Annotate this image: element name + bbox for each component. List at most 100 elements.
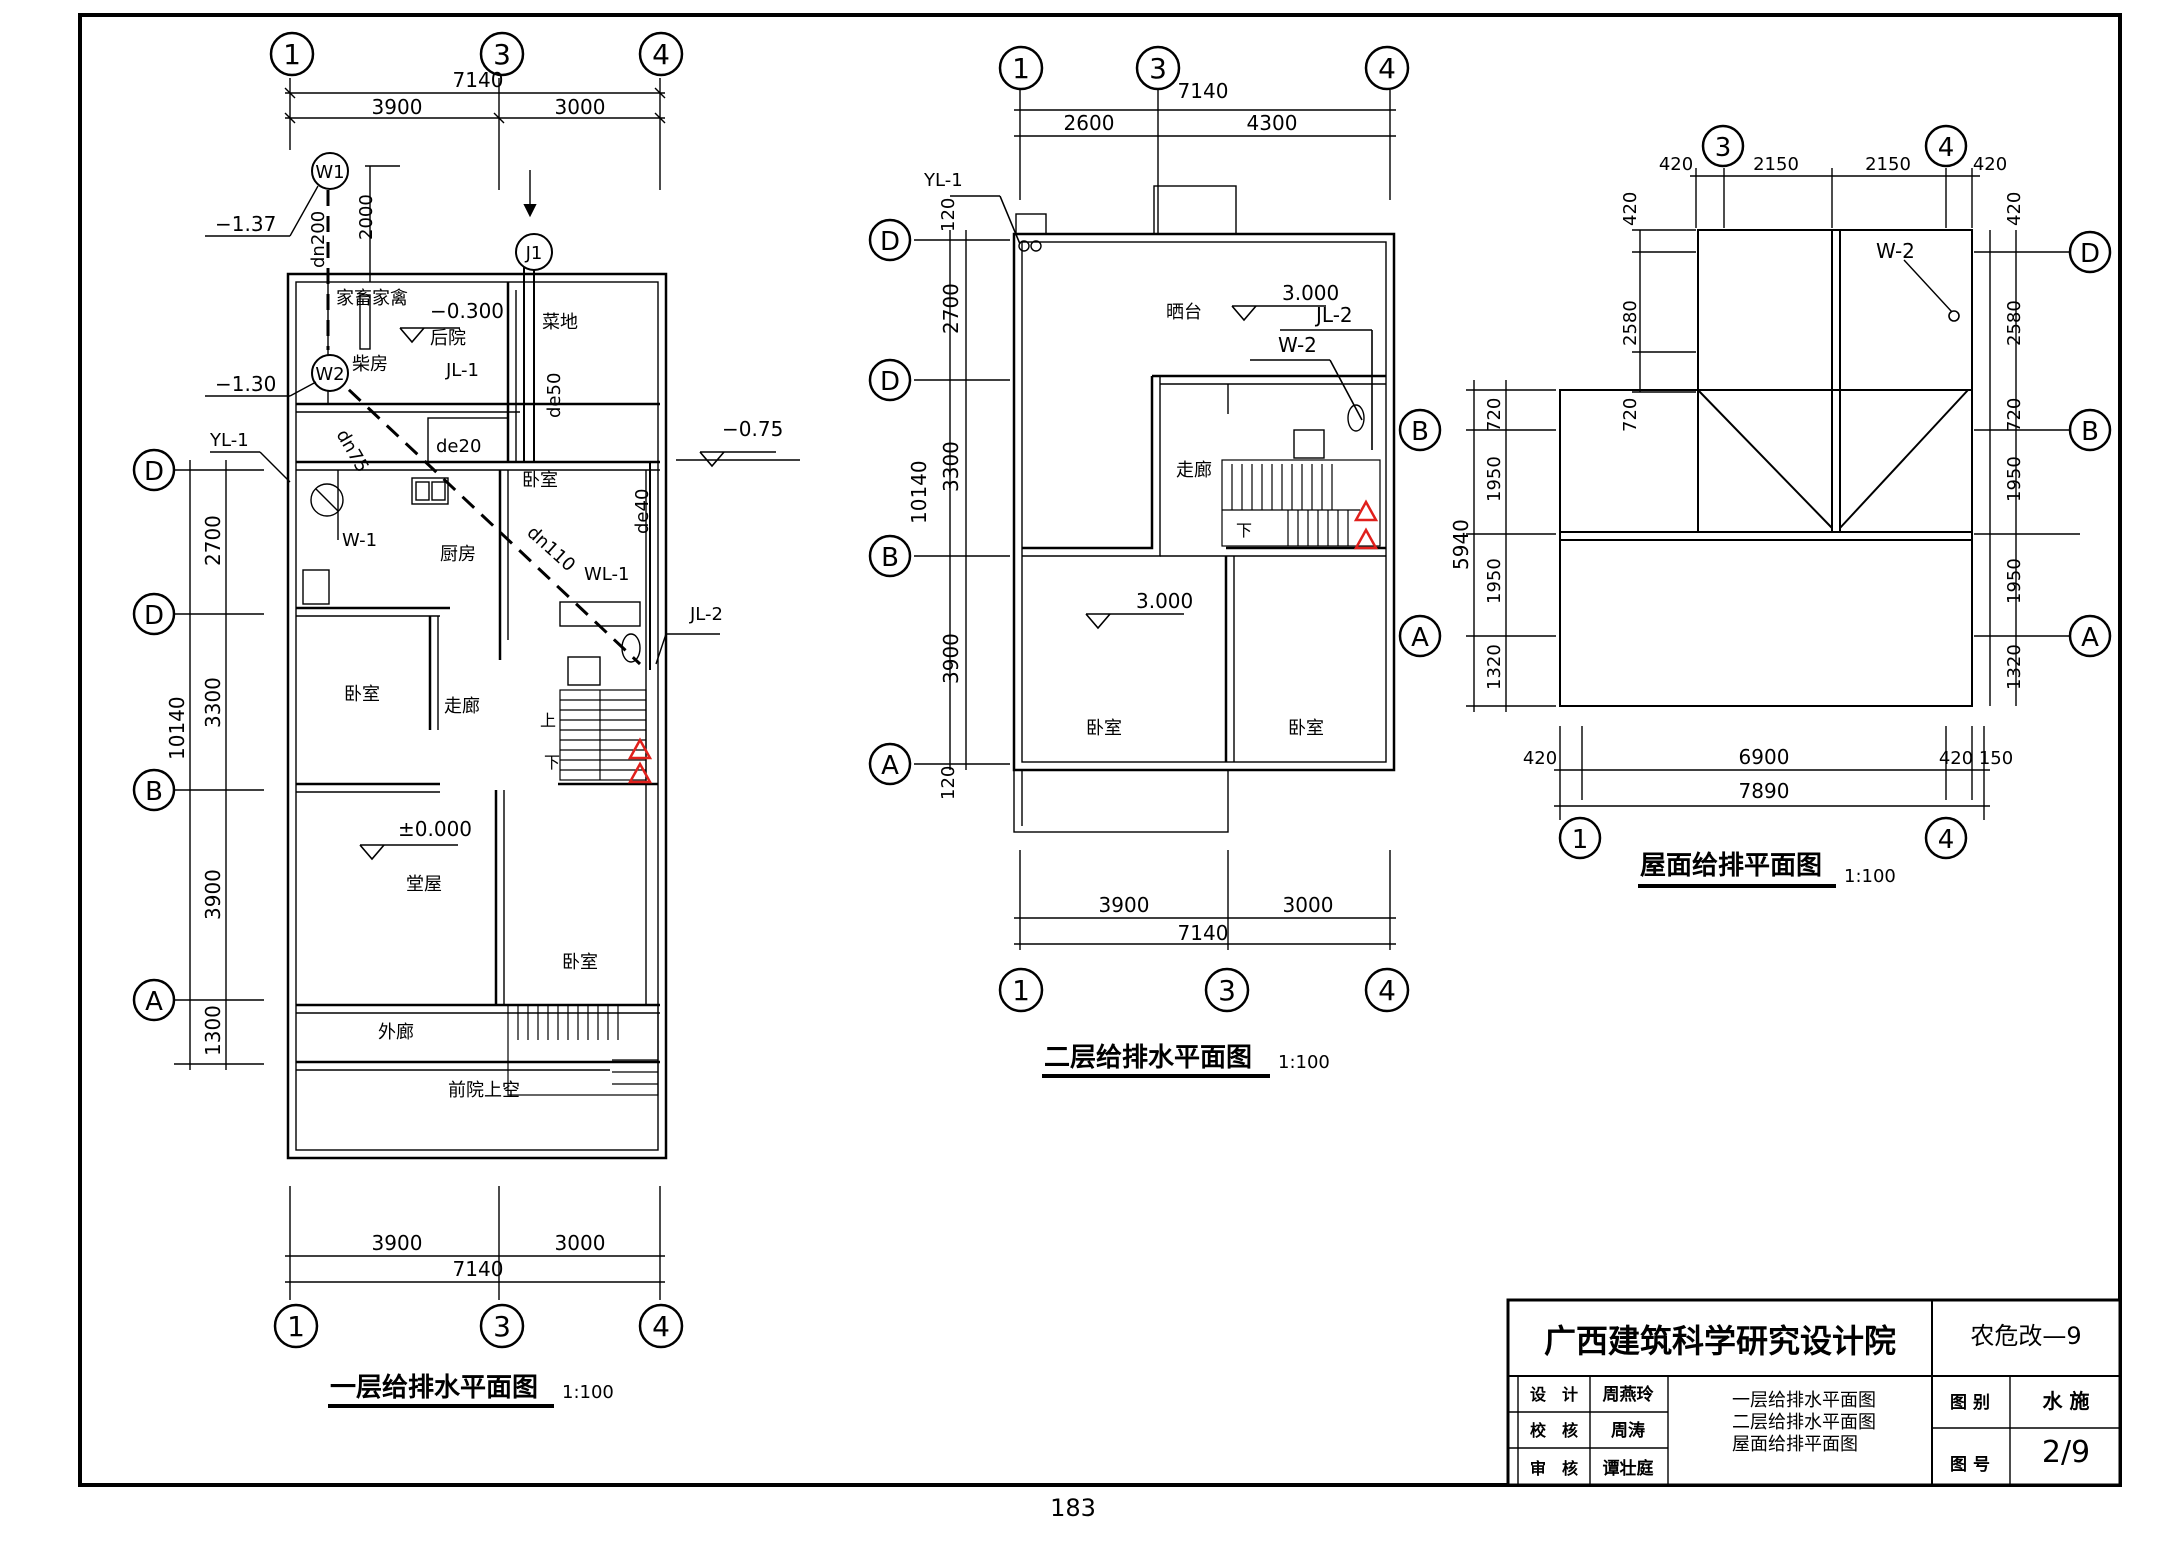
plan1-label-w1: W1 xyxy=(315,162,344,183)
roof-axis-circle-4-bottom: 4 xyxy=(1924,816,1968,860)
roof-dim-l720: 720 xyxy=(1620,398,1641,432)
plan2-stairs xyxy=(1221,459,1381,547)
plan2-axis-lines-top xyxy=(1014,90,1396,234)
plan2-axis-label-4: 4 xyxy=(1378,52,1396,85)
plan1-pipe-dn200: dn200 xyxy=(308,211,329,268)
plan1-stair-down: 下 xyxy=(544,753,560,772)
roof-axis-label-1-bottom: 1 xyxy=(1572,825,1589,855)
plan1-stairs-upper xyxy=(559,689,647,781)
plan1-title: 一层给排水平面图 xyxy=(330,1372,538,1403)
plan1-axis-label-A: A xyxy=(145,987,163,1017)
roof-dim-b7890: 7890 xyxy=(1739,779,1790,803)
roof-dim-m1320: 1320 xyxy=(1484,644,1505,690)
plan1-dim-bottom-x2: 3000 xyxy=(555,1231,606,1255)
plan2-axis-circle-1: 1 xyxy=(998,45,1044,91)
roof-bottom-dims xyxy=(1554,726,1990,820)
plan1-axis-circle-1: 1 xyxy=(269,31,315,77)
plan1-level-000: ±0.000 xyxy=(398,817,472,841)
plan2-upper-floor: 1 3 4 7140 2600 4300 xyxy=(868,45,1410,1078)
plan2-axis-circle-4-bottom: 4 xyxy=(1364,967,1410,1013)
plan2-label-w2: W-2 xyxy=(1278,333,1317,357)
plan1-level-075: −0.75 xyxy=(722,417,783,441)
roof-axis-circle-A-right: A xyxy=(2068,614,2112,658)
plan2-dim-bot-x2: 3000 xyxy=(1283,893,1334,917)
plan1-dim-bottom-total: 7140 xyxy=(453,1257,504,1281)
plan1-bath-basin xyxy=(567,656,601,686)
plan2-label-yl1: YL-1 xyxy=(923,170,963,191)
plan1-label-wl1: WL-1 xyxy=(584,564,629,585)
roof-drain-point xyxy=(1948,310,1960,322)
roof-axis-circle-D-right: D xyxy=(2068,230,2112,274)
roof-dim-m1950a: 1950 xyxy=(1484,456,1505,502)
tb-name-review: 谭壮庭 xyxy=(1603,1458,1654,1479)
plan1-room-wailang: 外廊 xyxy=(378,1022,414,1043)
tb-role-design: 设 计 xyxy=(1530,1385,1578,1404)
plan1-dim-y3: 3900 xyxy=(201,869,225,920)
plan2-dim-top-total: 7140 xyxy=(1178,79,1229,103)
plan1-pipe-de40: de40 xyxy=(632,489,653,534)
tb-label-number: 图 号 xyxy=(1950,1455,1990,1475)
plan1-room-jiaxu: 家畜家禽 xyxy=(336,288,408,309)
plan2-axis-circle-A: A xyxy=(868,742,912,786)
plan1-dim-y2: 3300 xyxy=(201,677,225,728)
plan2-dim-y2700: 2700 xyxy=(939,283,963,334)
roof-right-dims xyxy=(1974,230,2080,706)
plan1-level-130: −1.30 xyxy=(215,372,276,396)
roof-label-w2: W-2 xyxy=(1876,239,1915,263)
plan2-axis-circle-4: 4 xyxy=(1364,45,1410,91)
plan1-dim-bottom-x1: 3900 xyxy=(372,1231,423,1255)
plan2-axis-circle-B: B xyxy=(868,534,912,578)
plan1-axis-circle-D1: D xyxy=(132,448,176,492)
tb-drawing-name-3: 屋面给排平面图 xyxy=(1732,1434,1858,1455)
plan1-top-dimensions xyxy=(284,87,666,124)
roof-dim-b420b: 420 xyxy=(1939,748,1973,769)
plan2-dim-y3900: 3900 xyxy=(939,633,963,684)
plan1-dim-total-y: 10140 xyxy=(165,696,189,760)
plan2-axis-label-D1: D xyxy=(880,227,900,257)
tb-name-check: 周涛 xyxy=(1611,1420,1645,1441)
roof-axis-label-B-right: B xyxy=(2081,417,2099,447)
plan1-drain-pipes xyxy=(326,190,642,666)
plan1-level-0300: −0.300 xyxy=(430,299,504,323)
roof-title: 屋面给排平面图 xyxy=(1640,850,1822,881)
plan2-dim-y3300: 3300 xyxy=(939,441,963,492)
plan1-axis-circle-A: A xyxy=(132,978,176,1022)
plan1-label-yl1: YL-1 xyxy=(209,430,249,451)
roof-scale: 1:100 xyxy=(1844,866,1896,887)
roof-dim-rr1320: 1320 xyxy=(2004,644,2025,690)
roof-dim-t420a: 420 xyxy=(1659,154,1693,175)
plan2-wash-basin xyxy=(1293,429,1325,459)
roof-axis-label-A-left: A xyxy=(1411,623,1429,653)
roof-axis-circle-1-bottom: 1 xyxy=(1558,816,1602,860)
roof-axis-label-D-right: D xyxy=(2080,239,2100,269)
plan1-dim-total-x: 7140 xyxy=(453,68,504,92)
plan1-room-tangwu: 堂屋 xyxy=(406,874,442,895)
plan2-title: 二层给排水平面图 xyxy=(1044,1042,1252,1073)
roof-axis-label-A-right: A xyxy=(2081,623,2099,653)
roof-axis-label-B-left: B xyxy=(1411,417,1429,447)
plan1-kitchen-sink xyxy=(411,477,449,505)
plan2-axis-circle-D2: D xyxy=(868,358,912,402)
roof-dim-m1950b: 1950 xyxy=(1484,558,1505,604)
plan2-dim-bot-total: 7140 xyxy=(1178,921,1229,945)
roof-top-dims xyxy=(1690,168,1980,228)
tb-name-design: 周燕玲 xyxy=(1603,1384,1655,1405)
plan1-axis-circle-3-bottom: 3 xyxy=(479,1303,525,1349)
plan2-axis-label-D2: D xyxy=(880,367,900,397)
roof-axis-circle-A-left: A xyxy=(1398,614,1442,658)
plan1-stair-up: 上 xyxy=(540,711,556,730)
plan1-marker-w2: W2 xyxy=(311,354,349,392)
roof-axis-circle-B-left: B xyxy=(1398,408,1442,452)
plan1-room-woshi-a: 卧室 xyxy=(522,470,558,491)
plan1-dim-y1: 2700 xyxy=(201,515,225,566)
plan1-label-w2: W2 xyxy=(315,364,344,385)
plan1-axis-label-D2: D xyxy=(144,601,164,631)
roof-dim-m720: 720 xyxy=(1484,398,1505,432)
plan2-axis-circle-3: 3 xyxy=(1135,45,1181,91)
plan1-room-chaifang: 柴房 xyxy=(352,354,388,375)
plan2-dim-top-x2: 4300 xyxy=(1247,111,1298,135)
plan1-axis-lines-top xyxy=(289,78,661,190)
roof-dim-t2150b: 2150 xyxy=(1865,154,1911,175)
plan1-axis-label-4: 4 xyxy=(652,38,670,71)
plan1-label-j1: J1 xyxy=(525,243,543,264)
